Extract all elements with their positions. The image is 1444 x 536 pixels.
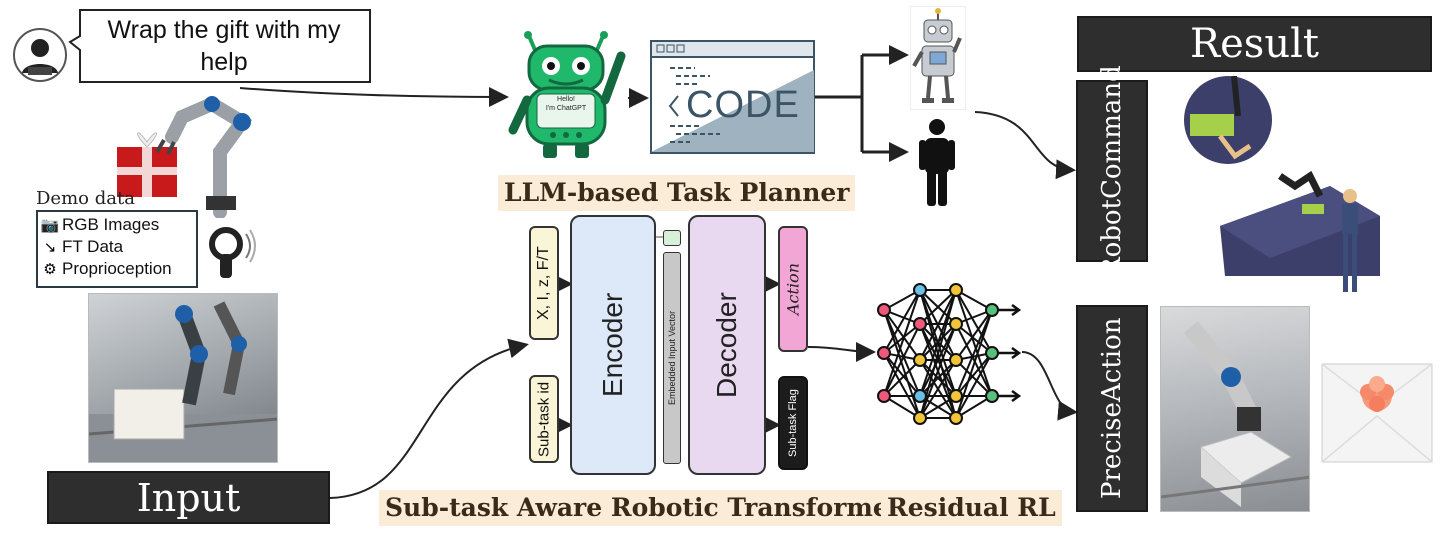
nn-node [913,283,927,297]
force-icon: ↘ [43,239,57,256]
action-output-token: Action [778,226,808,352]
nn-output-arrow [998,389,1022,403]
embedded-top-cell [663,230,681,246]
demo-item-rgb: RGB Images [62,215,160,234]
speech-bubble: Wrap the gift with my help [68,8,374,84]
input-to-encoder-arrow [329,338,529,499]
input-token-subtask-label: Sub-task id [535,381,553,457]
user-prompt-text: Wrap the gift with my help [107,16,341,76]
subtask-flag-label: Sub-task Flag [787,389,799,457]
input-token-xyz-label: X, I, z, F/T [535,246,552,320]
input-label: Input [136,475,241,520]
demo-data-box: 📷 RGB Images ↘ FT Data ⚙ Proprioception [36,210,198,288]
demo-data-title: Demo data [36,188,135,209]
chat-hello-text: Hello! [557,96,575,103]
decoder-block: Decoder [688,215,766,475]
precise-action-line1: Precise [1097,402,1127,500]
robot-character-icon [909,5,967,111]
nn-node [877,389,891,403]
nn-node [877,303,891,317]
nn-node [985,303,999,317]
robot-arm-icon: ⚙ [43,261,57,278]
precise-action-line2: Action [1097,317,1127,403]
nn-node [949,283,963,297]
robot-command-line1: Robot [1097,198,1127,277]
neural-network-icon [872,278,1024,428]
camera-icon: 📷 [40,217,60,234]
nn-node [985,346,999,360]
robot-command-illustration [1180,75,1380,294]
chat-im-text: I'm ChatGPT [545,105,587,112]
embedded-vector-label: Embedded Input Vector [667,310,677,406]
decoder-label: Decoder [711,292,742,398]
nn-node [913,389,927,403]
wrapped-gift-image [1318,356,1436,466]
encoder-label: Encoder [597,292,628,398]
code-window-icon: CODE [650,40,815,154]
robot-command-line2: Command [1097,65,1127,199]
nn-output-arrow [998,303,1022,317]
nn-node [913,317,927,331]
encoder-block: Encoder [570,215,656,475]
code-branch-lines [815,53,903,154]
input-robot-photo [88,293,278,463]
input-token-xyz: X, I, z, F/T [529,226,559,340]
nn-node [949,317,963,331]
nn-node [913,353,927,367]
nn-node [949,389,963,403]
result-title: Result [1190,21,1319,67]
nn-node [985,389,999,403]
robot-command-box: Robot Command [1076,65,1148,277]
precise-action-photo [1160,306,1310,512]
input-box: Input [47,471,330,524]
nn-output-arrow [998,346,1022,360]
user-avatar-icon [12,27,68,83]
llm-planner-label: LLM-based Task Planner [498,175,856,211]
embedded-vector-bar: Embedded Input Vector [663,252,681,464]
network-to-precise-arrow [1021,351,1078,421]
input-token-subtask: Sub-task id [529,375,559,463]
action-output-label: Action [783,263,803,315]
nn-node [949,411,963,425]
demo-item-proprio: Proprioception [62,259,172,278]
human-to-command-arrow [974,111,1076,180]
precise-action-box: Precise Action [1076,305,1148,512]
vr-controller-icon [202,222,258,280]
nn-node [949,353,963,367]
subtask-flag-token: Sub-task Flag [778,376,808,470]
gift-robot-arm-image [102,92,262,219]
residual-rl-label: Residual RL [881,490,1062,526]
demo-item-ft: FT Data [62,237,124,256]
nn-node [913,411,927,425]
transformer-label: Sub-task Aware Robotic Transformer [379,490,908,526]
human-silhouette-icon [918,118,956,206]
action-to-network-arrow [807,341,876,362]
nn-node [877,346,891,360]
result-box: Result [1077,16,1432,72]
code-text: CODE [686,84,800,126]
prompt-arrow [239,86,509,107]
chatgpt-robot-icon: Hello! I'm ChatGPT [505,30,627,160]
